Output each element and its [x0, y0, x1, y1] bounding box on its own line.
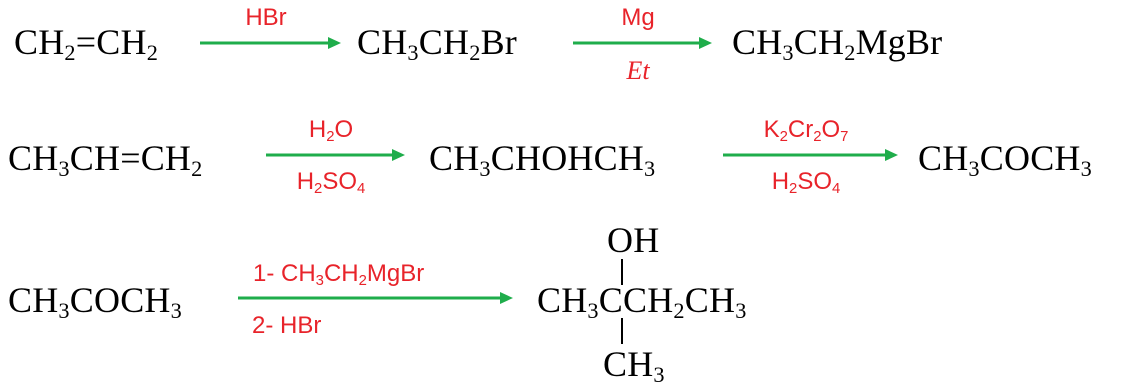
subscript: 3	[407, 40, 419, 66]
subscript: 3	[587, 298, 599, 324]
row3-reactant: CH3COCH3	[8, 280, 182, 324]
row1-intermediate: CH3CH2Br	[357, 22, 517, 66]
subscript: 2	[673, 298, 685, 324]
row1-arrow2-reagent-bottom: Et	[626, 56, 650, 85]
subscript: 3	[735, 298, 747, 324]
subscript: 3	[1080, 156, 1092, 182]
subscript: 3	[644, 156, 656, 182]
row3-product-ch3: CH3	[603, 344, 665, 387]
subscript: 2	[844, 40, 856, 66]
row2-arrow1-reagent-top: H2O	[308, 116, 354, 146]
row2-arrow2-reagent-bottom: H2SO4	[771, 168, 841, 198]
subscript: 3	[170, 298, 182, 324]
subscript: 2	[326, 129, 335, 146]
row2-product: CH3COCH3	[918, 138, 1092, 182]
row3-product-main: CH3CCH2CH3	[537, 280, 747, 324]
subscript: 2	[469, 40, 481, 66]
row3-product-oh: OH	[607, 220, 660, 260]
subscript: 3	[782, 40, 794, 66]
subscript: 2	[779, 129, 788, 146]
row1-arrow1	[200, 35, 342, 55]
subscript: 7	[840, 129, 849, 146]
row1-arrow2	[573, 35, 713, 55]
row3-bond-up	[621, 259, 623, 285]
subscript: 4	[832, 181, 841, 198]
subscript: 2	[314, 181, 323, 198]
row3-arrow	[238, 290, 514, 310]
subscript: 3	[58, 156, 70, 182]
row2-arrow2-reagent-top: K2Cr2O7	[763, 116, 849, 146]
subscript: 2	[789, 181, 798, 198]
row1-reactant: CH2=CH2	[14, 22, 159, 66]
subscript: 3	[479, 156, 491, 182]
subscript: 2	[146, 40, 159, 66]
subscript: 2	[813, 129, 822, 146]
subscript: 2	[191, 156, 203, 182]
subscript: 3	[653, 362, 665, 387]
subscript: 2	[64, 40, 76, 66]
row2-arrow1	[266, 147, 406, 167]
row2-intermediate: CH3CHOHCH3	[429, 138, 656, 182]
subscript: 2	[358, 273, 367, 290]
subscript: 4	[357, 181, 366, 198]
subscript: 3	[58, 298, 70, 324]
subscript: 3	[968, 156, 980, 182]
row2-reactant: CH3CH=CH2	[8, 138, 203, 182]
row1-arrow1-reagent-top: HBr	[245, 4, 287, 31]
subscript: 3	[315, 273, 324, 290]
row3-arrow-reagent-bottom: 2- HBr	[252, 312, 322, 339]
row2-arrow1-reagent-bottom: H2SO4	[296, 168, 366, 198]
row1-arrow2-reagent-top: Mg	[621, 4, 655, 31]
row3-bond-down	[621, 318, 623, 344]
row1-product: CH3CH2MgBr	[732, 22, 943, 66]
row2-arrow2	[723, 147, 899, 167]
row3-arrow-reagent-top: 1- CH3CH2MgBr	[253, 260, 425, 290]
